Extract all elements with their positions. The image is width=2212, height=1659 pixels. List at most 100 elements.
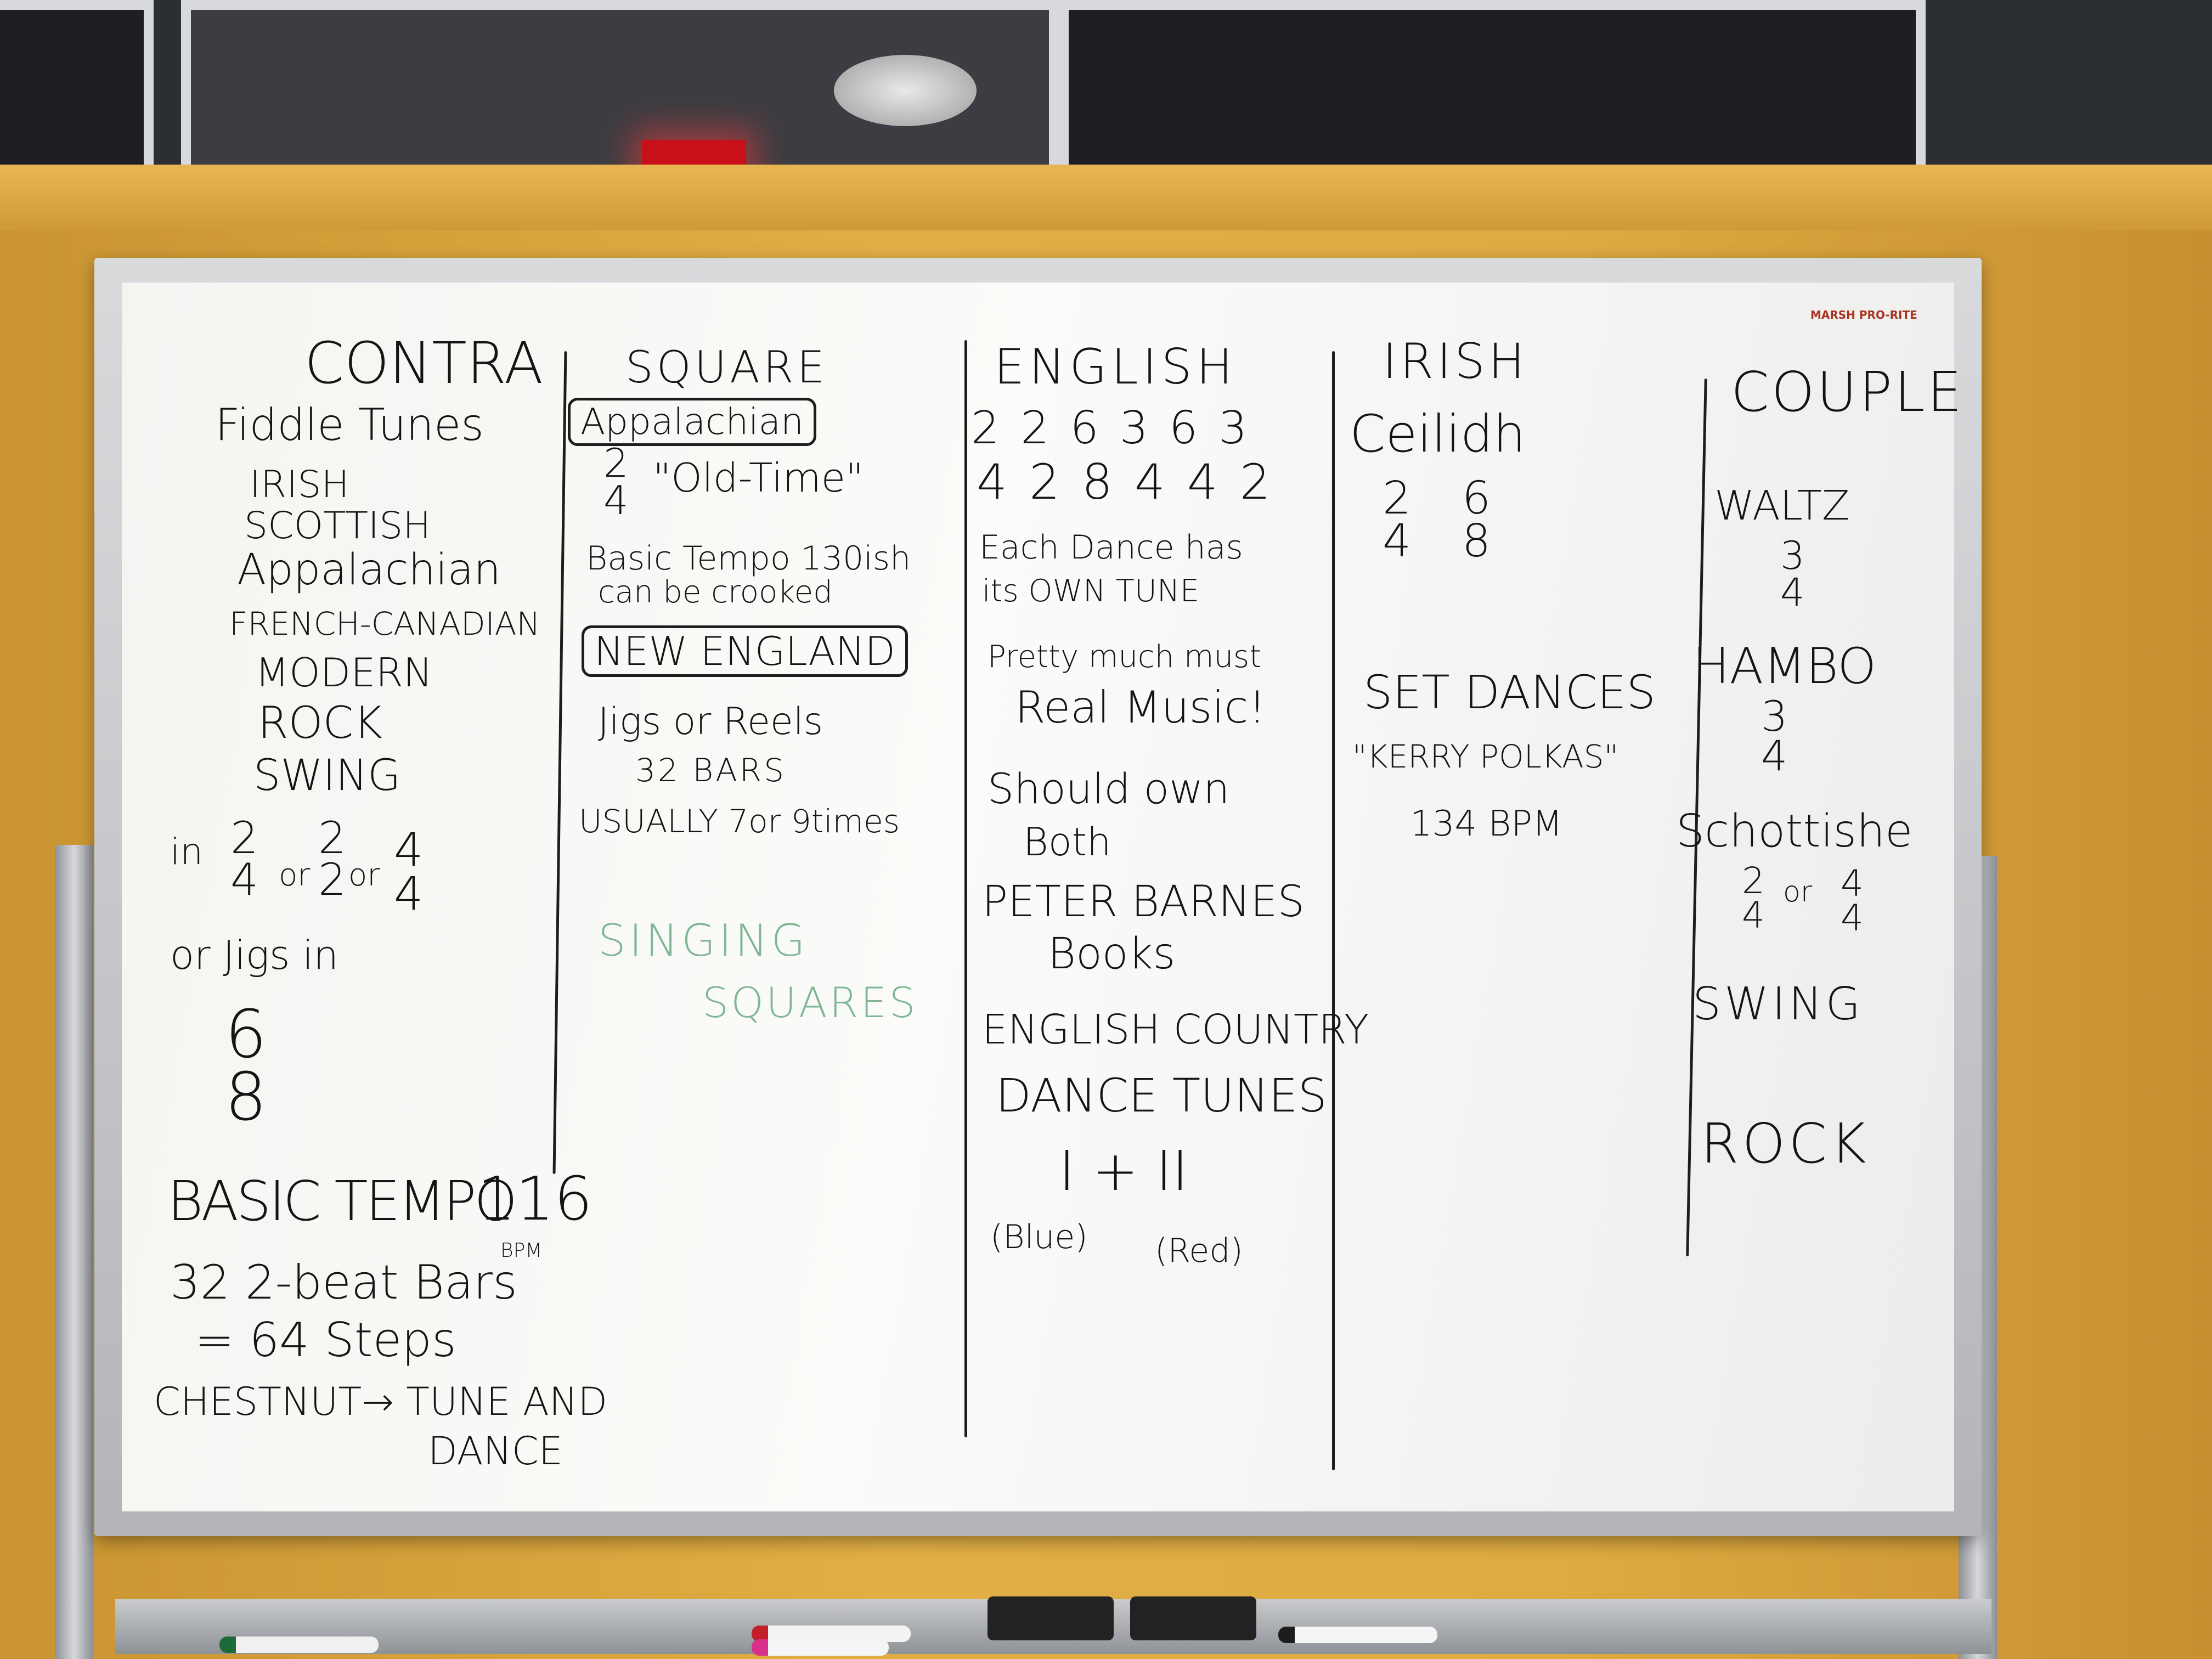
english-meters-top: 2 2 6 3 6 3 <box>971 402 1251 454</box>
contra-meter-2-2-bottom: 2 <box>318 854 346 905</box>
square-old-time: "Old-Time" <box>653 455 864 501</box>
contra-chestnut-dance: DANCE <box>428 1429 563 1474</box>
couple-sch-meter-b-bottom: 4 <box>1841 896 1864 939</box>
english-heading: ENGLISH <box>994 338 1237 395</box>
divider-2 <box>964 340 967 1437</box>
square-squares: SQUARES <box>702 978 918 1027</box>
window-pane-right <box>1059 0 1926 187</box>
couple-sch-meter-b-top: 4 <box>1841 862 1864 905</box>
irish-bpm: 134 BPM <box>1410 804 1563 844</box>
english-real-music: Real Music! <box>1015 682 1266 733</box>
couple-sch-meter-a-top: 2 <box>1742 860 1765 902</box>
english-dance-tunes: DANCE TUNES <box>996 1069 1327 1122</box>
couple-rock: ROCK <box>1701 1111 1870 1176</box>
contra-style-modern: MODERN <box>255 650 433 696</box>
contra-jig-meter-top: 6 <box>225 997 267 1073</box>
contra-sub: Fiddle Tunes <box>215 399 484 450</box>
window-ledge <box>0 165 2212 230</box>
contra-style-appalachian: Appalachian <box>237 545 501 595</box>
english-both: Both <box>1023 820 1111 865</box>
contra-meter-2-4-top: 2 <box>230 812 258 864</box>
marker-green[interactable] <box>219 1637 379 1653</box>
eraser-1[interactable] <box>988 1596 1114 1640</box>
english-meters-bottom: 4 2 8 4 4 2 <box>977 454 1274 510</box>
square-bars: 32 BARS <box>635 752 787 789</box>
english-ecd: ENGLISH COUNTRY <box>982 1006 1369 1053</box>
irish-meter-a-top: 2 <box>1383 472 1412 524</box>
english-peter-barnes: PETER BARNES <box>982 877 1305 927</box>
contra-meter-2-2: 2 2 <box>318 812 346 905</box>
contra-tempo-value: 116 <box>477 1164 592 1234</box>
contra-jigs-line: or Jigs in <box>170 932 339 978</box>
window-pane-left <box>0 0 154 187</box>
contra-or-1: or <box>279 857 311 893</box>
irish-meter-6-8: 6 8 <box>1462 472 1491 567</box>
couple-sch-meter-a: 2 4 <box>1742 860 1765 936</box>
english-pretty-much: Pretty much must <box>988 639 1262 675</box>
couple-waltz-meter-bottom: 4 <box>1780 569 1805 615</box>
english-should-own: Should own <box>988 764 1230 813</box>
stand-leg-left <box>55 845 93 1659</box>
square-heading: SQUARE <box>625 342 828 393</box>
couple-hambo-meter: 3 4 <box>1761 692 1788 781</box>
contra-style-irish: IRISH <box>250 463 349 506</box>
couple-schottishe: Schottishe <box>1676 805 1913 857</box>
contra-tempo-unit: BPM <box>500 1239 543 1262</box>
contra-jig-meter-bottom: 8 <box>225 1059 267 1136</box>
square-jigs-reels: Jigs or Reels <box>598 700 823 743</box>
square-new-england-box: NEW ENGLAND <box>582 625 908 677</box>
square-meter-top: 2 <box>603 440 629 486</box>
contra-style-swing: SWING <box>253 751 401 800</box>
contra-jig-meter-6-8: 6 8 <box>225 997 267 1136</box>
contra-chestnut-line: CHESTNUT→ TUNE AND <box>154 1379 608 1424</box>
contra-steps-line: = 64 Steps <box>195 1313 456 1368</box>
irish-meter-b-top: 6 <box>1462 472 1491 524</box>
couple-swing: SWING <box>1692 978 1864 1030</box>
contra-style-french-canadian: FRENCH-CANADIAN <box>229 605 540 642</box>
couple-sch-or: or <box>1783 876 1813 909</box>
couple-hambo-meter-bottom: 4 <box>1761 731 1788 781</box>
square-crooked-line: can be crooked <box>598 574 833 610</box>
couple-waltz-meter-top: 3 <box>1780 533 1805 578</box>
contra-meter-4-4-bottom: 4 <box>394 866 424 921</box>
marker-pink[interactable] <box>752 1639 889 1656</box>
english-books: Books <box>1048 929 1176 979</box>
divider-3 <box>1332 351 1335 1470</box>
irish-kerry: "KERRY POLKAS" <box>1352 738 1619 775</box>
english-red: (Red) <box>1155 1232 1243 1270</box>
contra-tempo-label: BASIC TEMPO <box>167 1169 517 1233</box>
english-volumes: I + II <box>1059 1139 1188 1203</box>
brand-label: MARSH PRO-RITE <box>1810 308 1917 321</box>
english-blue: (Blue) <box>990 1218 1088 1256</box>
whiteboard <box>122 283 1954 1511</box>
irish-meter-b-bottom: 8 <box>1462 515 1491 567</box>
square-tempo-line: Basic Tempo 130ish <box>586 539 911 578</box>
contra-heading: CONTRA <box>304 330 543 397</box>
couple-heading: COUPLE <box>1731 360 1964 424</box>
irish-meter-a-bottom: 4 <box>1383 515 1412 567</box>
irish-heading: IRISH <box>1383 333 1528 390</box>
square-appalachian-box: Appalachian <box>568 398 816 446</box>
english-each-dance: Each Dance has <box>979 528 1243 567</box>
irish-set-dances: SET DANCES <box>1363 665 1656 719</box>
contra-style-rock: ROCK <box>258 697 382 748</box>
english-own-tune: its OWN TUNE <box>982 573 1200 609</box>
contra-meter-in: in <box>170 831 204 873</box>
couple-hambo: HAMBO <box>1692 637 1877 695</box>
couple-sch-meter-a-bottom: 4 <box>1742 894 1765 936</box>
couple-waltz-meter: 3 4 <box>1780 533 1805 615</box>
irish-ceilidh: Ceilidh <box>1350 404 1526 464</box>
contra-bars-line: 32 2-beat Bars <box>170 1255 517 1310</box>
couple-waltz: WALTZ <box>1714 482 1850 529</box>
square-meter-2-4: 2 4 <box>603 440 629 524</box>
marker-black[interactable] <box>1278 1627 1437 1643</box>
contra-meter-4-4-top: 4 <box>394 823 424 877</box>
contra-meter-4-4: 4 4 <box>394 823 424 921</box>
contra-meter-2-2-top: 2 <box>318 812 346 864</box>
couple-hambo-meter-top: 3 <box>1761 692 1788 741</box>
couple-sch-meter-b: 4 4 <box>1841 862 1864 939</box>
square-usually: USUALLY 7or 9times <box>579 803 900 840</box>
square-meter-bottom: 4 <box>603 477 629 524</box>
contra-meter-2-4-bottom: 4 <box>230 854 258 905</box>
eraser-2[interactable] <box>1130 1596 1256 1640</box>
